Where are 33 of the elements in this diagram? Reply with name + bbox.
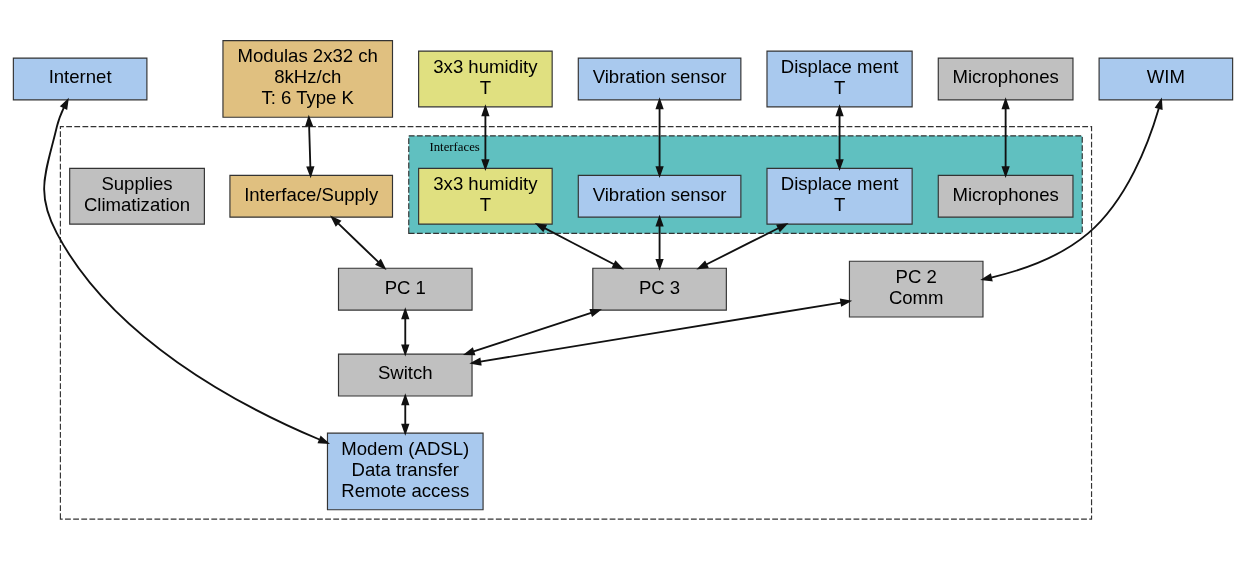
arrow <box>401 392 410 436</box>
node-box: Supplies Climatization <box>69 167 205 225</box>
node-box: PC 1 <box>337 267 473 311</box>
arrow <box>401 306 410 356</box>
node-box: Vibration sensor <box>577 174 742 218</box>
node-box: 3x3 humidity T <box>418 167 553 225</box>
arrow <box>980 96 1163 281</box>
arrow <box>330 215 387 270</box>
arrow <box>469 298 853 366</box>
arrow <box>655 214 664 271</box>
node-box: WIM <box>1098 57 1234 100</box>
node-box: Microphones <box>937 174 1074 218</box>
arrow <box>462 308 602 355</box>
node-box: Displace ment T <box>766 167 913 225</box>
node-box: Displace ment T <box>766 50 913 107</box>
node-box: Internet <box>12 57 148 100</box>
arrow <box>1001 96 1010 178</box>
arrow <box>481 103 490 171</box>
node-box: Switch <box>337 353 473 397</box>
node-box: PC 3 <box>592 267 727 311</box>
arrow <box>655 96 664 178</box>
arrow <box>835 103 844 171</box>
node-box: Modem (ADSL) Data transfer Remote access <box>326 432 484 510</box>
node-box: Microphones <box>937 57 1074 100</box>
node-box: Interface/Supply <box>229 174 394 218</box>
node-box: Vibration sensor <box>577 57 742 100</box>
arrow <box>43 97 331 444</box>
node-box: Modulas 2x32 ch 8kHz/ch T: 6 Type K <box>222 39 394 118</box>
arrow <box>696 222 789 269</box>
arrow <box>534 222 625 269</box>
node-box: PC 2 Comm <box>848 260 984 318</box>
node-box: 3x3 humidity T <box>418 50 553 107</box>
arrow <box>305 114 315 178</box>
